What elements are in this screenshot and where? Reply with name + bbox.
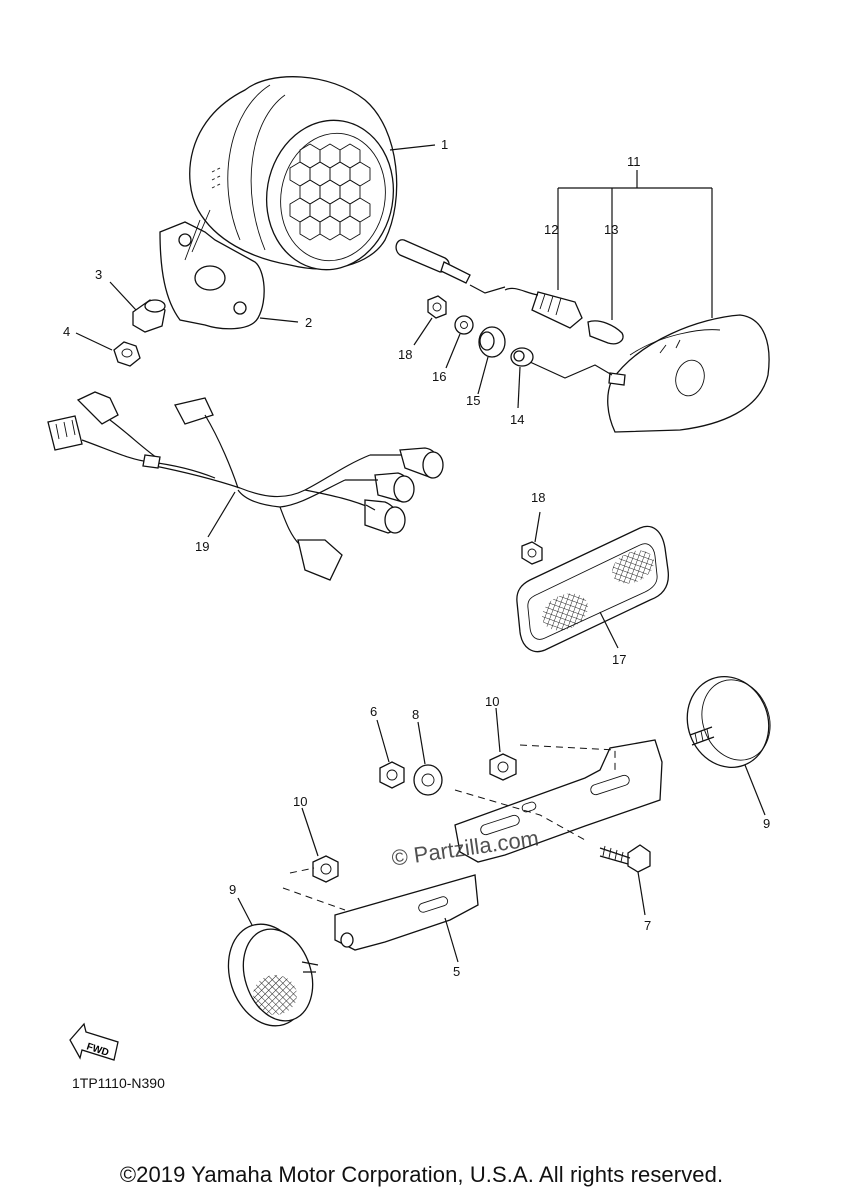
callout-labels: 1 2 3 4 5 6 7 8 9 9 10 10 11 12 13 14 15…	[63, 137, 770, 979]
reflector-part	[516, 525, 670, 653]
bolt-part	[599, 844, 651, 916]
callout-14: 14	[510, 412, 524, 427]
copyright-notice: ©2019 Yamaha Motor Corporation, U.S.A. A…	[119, 1162, 724, 1187]
nut-6-part	[376, 719, 405, 789]
callout-11: 11	[627, 154, 641, 169]
callout-10-lower: 10	[293, 794, 307, 809]
tail-light-part	[189, 76, 436, 271]
washer-part	[445, 315, 474, 369]
callout-7: 7	[644, 918, 651, 933]
callout-18-lower: 18	[531, 490, 545, 505]
nut-10-lower-part	[301, 807, 339, 883]
grommet-part	[477, 326, 506, 395]
callout-17: 17	[612, 652, 626, 667]
washer-8-part	[413, 721, 443, 796]
callout-12: 12	[544, 222, 558, 237]
round-reflector-left-part	[227, 897, 319, 1027]
diagram-code: 1TP1110-N390	[72, 1075, 165, 1091]
callout-18-upper: 18	[398, 347, 412, 362]
callout-1: 1	[441, 137, 448, 152]
wire-harness-part	[47, 391, 444, 581]
callout-3: 3	[95, 267, 102, 282]
nut-10-upper-part	[489, 707, 517, 781]
alignment-lines	[282, 744, 616, 911]
callout-8: 8	[412, 707, 419, 722]
callout-19: 19	[195, 539, 209, 554]
collar-part	[109, 281, 166, 333]
nut-part	[75, 332, 141, 367]
grommet-collar-part	[510, 347, 534, 409]
round-reflector-right-part	[686, 676, 771, 816]
callout-16: 16	[432, 369, 446, 384]
callout-10-upper: 10	[485, 694, 499, 709]
light-bracket-part	[159, 209, 299, 330]
fwd-arrow-icon: FWD	[69, 1022, 119, 1061]
callout-9-right: 9	[763, 816, 770, 831]
callout-5: 5	[453, 964, 460, 979]
callout-15: 15	[466, 393, 480, 408]
callout-2: 2	[305, 315, 312, 330]
callout-6: 6	[370, 704, 377, 719]
nut-18-upper-part	[413, 295, 447, 346]
turn-signal-assembly-part	[395, 170, 770, 433]
plate-bracket-part	[334, 739, 663, 963]
callout-4: 4	[63, 324, 70, 339]
nut-18-lower-part	[521, 511, 543, 565]
callout-13: 13	[604, 222, 618, 237]
callout-9-left: 9	[229, 882, 236, 897]
